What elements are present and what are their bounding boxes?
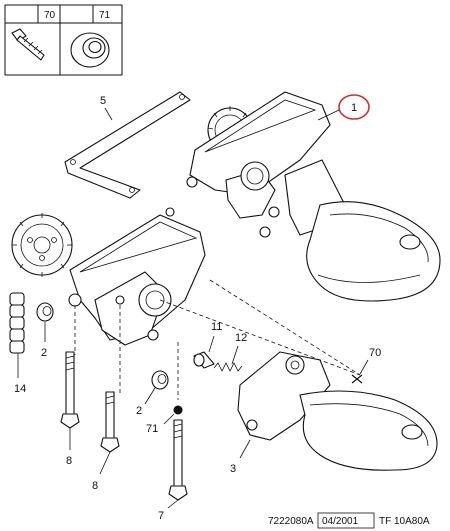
callout-3: 3 <box>230 463 236 475</box>
callout-14: 14 <box>14 383 26 395</box>
part-71-washer: 71 <box>146 405 183 435</box>
part-3-strainer: 3 <box>230 351 438 475</box>
part-12-spring: 12 <box>213 332 247 372</box>
footer-ref-number: 7222080A <box>268 516 314 527</box>
part-7-bolt: 7 <box>158 419 188 522</box>
callout-2-mid: 2 <box>136 405 142 417</box>
callout-71-mid: 71 <box>146 423 158 435</box>
callout-8-left: 8 <box>66 455 72 467</box>
callout-1: 1 <box>351 102 357 114</box>
footer-model: TF 10A80A <box>379 516 430 527</box>
ref-label-71: 71 <box>99 10 111 21</box>
ref-label-70: 70 <box>44 10 56 21</box>
footer-date: 04/2001 <box>322 516 359 527</box>
part-5-bracket: 5 <box>64 91 191 199</box>
part-2-seal-mid: 2 <box>136 370 169 417</box>
part-8-bolt-left: 8 <box>60 351 80 467</box>
callout-7: 7 <box>158 510 164 522</box>
reference-panel: 70 71 <box>4 4 123 76</box>
callout-8-mid: 8 <box>92 480 98 492</box>
part-1-oil-pump-assembly: 1 <box>186 91 441 302</box>
part-70-screw: 70 <box>351 347 381 384</box>
part-2-seal-left: 2 <box>36 302 54 359</box>
callout-5: 5 <box>100 95 106 107</box>
bolt-icon <box>11 28 45 61</box>
part-11-plunger: 11 <box>193 321 222 369</box>
callout-2-left: 2 <box>41 347 47 359</box>
callout-11: 11 <box>211 321 222 333</box>
part-14-chain: 14 <box>9 292 26 395</box>
part-8-bolt-mid: 8 <box>92 391 120 492</box>
callout-70-right: 70 <box>369 347 381 359</box>
pump-body-exploded <box>11 207 361 400</box>
highlight-circle <box>338 94 370 120</box>
footer-reference: 7222080A 04/2001 TF 10A80A <box>268 512 430 529</box>
seal-ring-icon <box>70 32 110 68</box>
callout-12: 12 <box>235 332 247 344</box>
